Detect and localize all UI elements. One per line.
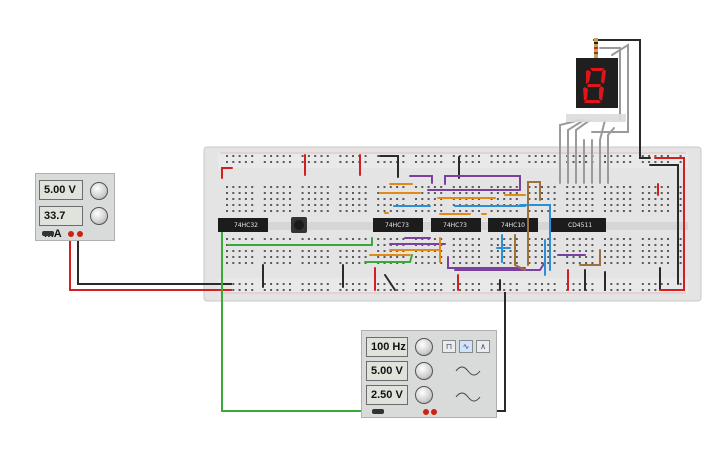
bottom-power-rail [218,278,688,294]
current-knob-icon[interactable] [90,207,108,225]
svg-text:CD4511: CD4511 [568,222,592,229]
voltage-knob-icon[interactable] [90,182,108,200]
seven-segment-display[interactable] [566,58,626,122]
frequency-knob-icon[interactable] [415,338,433,356]
chip-74hc73-a[interactable]: 74HC73 [373,218,423,232]
breadboard-wires[interactable] [221,39,685,291]
power-switch[interactable] [42,231,54,236]
offset-wave-icon [455,392,481,402]
svg-text:74HC73: 74HC73 [385,222,409,229]
positive-terminal[interactable] [68,231,74,237]
fg-power-switch[interactable] [372,409,384,414]
amplitude-display: 5.00 V [366,361,408,381]
amplitude-wave-icon [455,366,481,376]
push-button[interactable] [291,217,307,233]
function-generator[interactable]: 100 Hz 5.00 V 2.50 V ⊓ ∿ ∧ [361,330,497,418]
chip-74hc73-b[interactable]: 74HC73 [431,218,481,232]
fg-negative-terminal[interactable] [431,409,437,415]
offset-display: 2.50 V [366,385,408,405]
chip-74hc32[interactable]: 74HC32 [218,218,268,232]
power-supply-wires[interactable] [69,234,232,291]
top-power-rail [218,152,688,168]
push-button-cap[interactable] [294,220,304,230]
voltage-display: 5.00 V [39,180,83,200]
resistor[interactable] [594,38,598,58]
digit-segments [583,68,606,103]
square-wave-icon[interactable]: ⊓ [442,340,456,353]
fg-positive-terminal[interactable] [423,409,429,415]
chip-label: 74HC32 [234,222,258,229]
power-supply[interactable]: 5.00 V 33.7 mA [35,173,115,241]
svg-text:74HC73: 74HC73 [443,222,467,229]
triangle-wave-icon[interactable]: ∧ [476,340,490,353]
current-display: 33.7 mA [39,206,83,240]
negative-terminal[interactable] [77,231,83,237]
amplitude-knob-icon[interactable] [415,362,433,380]
svg-text:74HC10: 74HC10 [501,222,525,229]
offset-knob-icon[interactable] [415,386,433,404]
chip-74hc10[interactable]: 74HC10 [488,218,538,232]
chip-cd4511[interactable]: CD4511 [550,218,606,232]
frequency-display: 100 Hz [366,337,408,357]
sine-wave-icon[interactable]: ∿ [459,340,473,353]
